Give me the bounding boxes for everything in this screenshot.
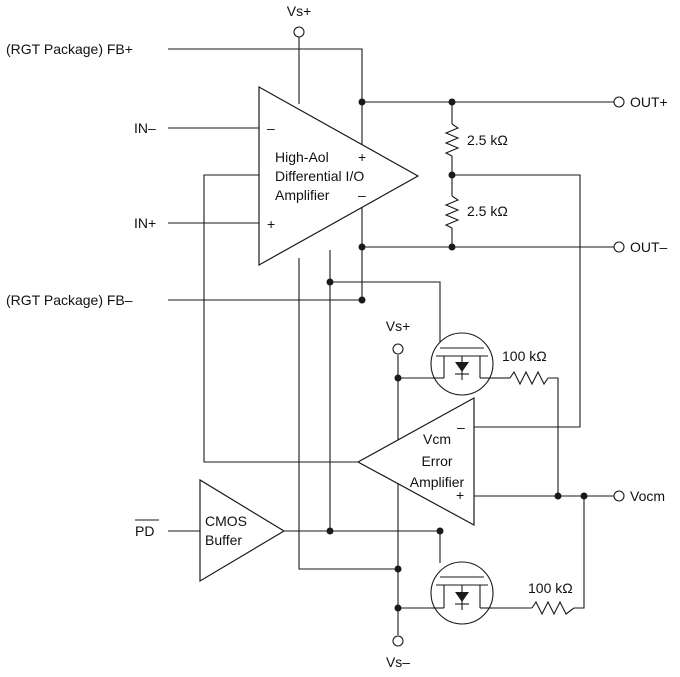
terminal-vs-plus-top (293, 26, 305, 38)
wire-bias-pmos (329, 250, 441, 343)
terminal-vocm (613, 490, 625, 502)
main-amp-line1: High-Aol (275, 149, 329, 165)
label-vs-plus-mid: Vs+ (386, 318, 411, 334)
resistor-100k-pmos (509, 370, 549, 386)
main-amplifier (258, 85, 420, 267)
wire-vs-minus-main (298, 258, 398, 570)
wire-cm-feedback (203, 174, 360, 463)
label-out-plus: OUT+ (630, 94, 668, 110)
label-pd: PD (135, 523, 154, 539)
error-amp-minus-sign: – (457, 419, 465, 435)
error-amp-line2: Error (421, 453, 452, 469)
label-r-bottom: 2.5 kΩ (467, 203, 508, 219)
wire-pmos-res-down (548, 377, 559, 496)
label-vocm: Vocm (630, 488, 665, 504)
error-amp-line3: Amplifier (410, 474, 465, 490)
label-vs-minus: Vs– (386, 654, 410, 670)
error-amp-plus-sign: + (456, 487, 464, 503)
wire-vcm-sense (452, 174, 581, 428)
label-out-minus: OUT– (630, 239, 668, 255)
resistor-2-5k-top (444, 123, 460, 157)
resistor-100k-nmos (531, 600, 575, 616)
label-r-nmos: 100 kΩ (528, 580, 573, 596)
error-amp-line1: Vcm (423, 431, 451, 447)
label-in-plus: IN+ (134, 215, 156, 231)
main-amp-out-minus-sign: – (358, 187, 366, 203)
main-amp-out-plus-sign: + (358, 149, 366, 165)
cmos-buffer (199, 478, 286, 583)
junctions (326, 98, 588, 612)
terminal-vs-plus-mid (392, 343, 404, 355)
main-amp-line2: Differential I/O (275, 168, 364, 184)
main-amp-in-minus-sign: – (267, 120, 275, 136)
wire-fb-plus (168, 48, 363, 102)
resistor-2-5k-bottom (444, 195, 460, 229)
error-amplifier (356, 396, 475, 527)
label-vs-plus-top: Vs+ (287, 3, 312, 19)
cmos-buffer-line1: CMOS (205, 513, 247, 529)
main-amp-in-plus-sign: + (267, 216, 275, 232)
label-fb-plus: (RGT Package) FB+ (6, 41, 133, 57)
pmos-transistor (430, 332, 494, 396)
label-r-top: 2.5 kΩ (467, 132, 508, 148)
terminal-out-minus (613, 241, 625, 253)
label-fb-minus: (RGT Package) FB– (6, 292, 133, 308)
main-amp-line3: Amplifier (275, 187, 330, 203)
cmos-buffer-line2: Buffer (205, 532, 242, 548)
terminal-out-plus (613, 96, 625, 108)
label-r-pmos: 100 kΩ (502, 348, 547, 364)
terminal-vs-minus (392, 635, 404, 647)
nmos-transistor (430, 561, 494, 625)
label-in-minus: IN– (134, 120, 156, 136)
wire-nmos-res-up (574, 496, 585, 609)
